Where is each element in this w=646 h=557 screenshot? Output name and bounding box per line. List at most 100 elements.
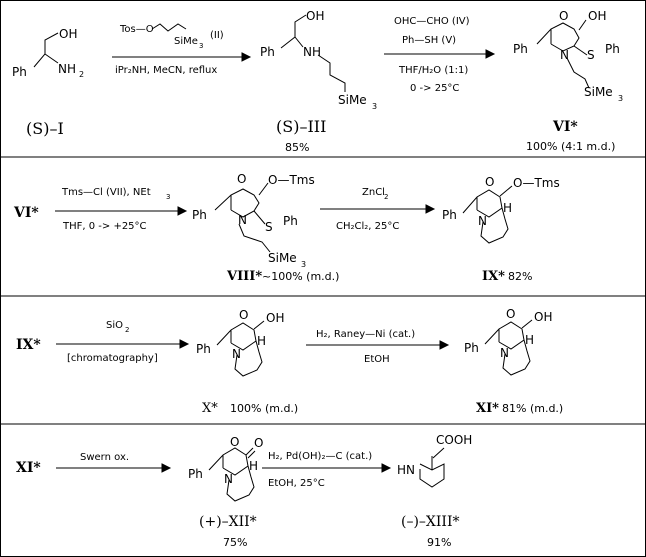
phenyl-label: Ph (192, 208, 207, 222)
compound-X: O OH Ph N H X* 100% (m.d.) (196, 308, 298, 416)
amine-subscript: 2 (79, 70, 84, 79)
ring-oxygen: O (559, 9, 568, 23)
compound-VIII: O O—Tms Ph N S Ph SiMe 3 VIII* ~100% (m.… (192, 172, 339, 284)
ring-oxygen: O (237, 172, 246, 186)
solvent: CH₂Cl₂, 25°C (336, 221, 399, 232)
ring-oxygen: O (506, 307, 515, 321)
reaction-arrow-step1: Tos—O SiMe 3 (II) iPr₂NH, MeCN, reflux (112, 23, 252, 76)
bridgehead-hydrogen: H (257, 334, 266, 348)
ring-nitrogen: HN (397, 463, 415, 477)
thiophenyl-label: Ph (283, 214, 298, 228)
ring-nitrogen: N (238, 213, 247, 227)
compound-IX: O O—Tms Ph N H IX* 82% (442, 175, 560, 284)
compound-XIII: COOH HN (–)–XIII* 91% (397, 433, 472, 549)
reagent: H₂, Raney—Ni (cat.) (316, 329, 415, 340)
reagent-number: (II) (210, 30, 224, 41)
reagent-thiol: Ph—SH (V) (402, 35, 456, 46)
bridgehead-hydrogen: H (503, 201, 512, 215)
yield: 91% (427, 536, 451, 549)
compound-label: (S)–I (26, 119, 64, 138)
compound-label: IX* (482, 269, 505, 284)
phenyl-label: Ph (260, 45, 275, 59)
phenyl-label: Ph (464, 341, 479, 355)
compound-label: X* (202, 401, 218, 416)
solvent: THF/H₂O (1:1) (398, 65, 468, 76)
ring-oxygen: O (239, 308, 248, 322)
hydroxyl-label: OH (306, 9, 324, 23)
silyl-subscript: 3 (618, 94, 623, 103)
start-compound-IX: IX* (16, 337, 41, 353)
ring-oxygen: O (485, 175, 494, 189)
ring-nitrogen: N (224, 472, 233, 486)
conditions: [chromatography] (67, 353, 158, 364)
hydroxyl-label: OH (266, 311, 284, 325)
amine-label: NH (58, 62, 76, 76)
reagent-sub: 2 (384, 193, 388, 201)
compound-XII: O O Ph N H (+)–XII* 75% (188, 435, 263, 549)
compound-label: XI* (476, 401, 499, 416)
silyl-label: SiMe (584, 85, 613, 99)
compound-XI: O OH Ph N H XI* 81% (m.d.) (464, 307, 563, 416)
reagent-glyoxal: OHC—CHO (IV) (394, 16, 470, 27)
amine-label: NH (303, 45, 321, 59)
silyl-ether-label: O—Tms (268, 173, 315, 187)
bridgehead-hydrogen: H (249, 459, 258, 473)
reagent: H₂, Pd(OH)₂—C (cat.) (268, 451, 372, 462)
reagent-silyl-sub: 3 (199, 42, 203, 50)
reagent: Swern ox. (80, 452, 129, 463)
thiophenyl-label: Ph (605, 42, 620, 56)
solvent: EtOH (364, 354, 390, 365)
reaction-arrow-step8: H₂, Pd(OH)₂—C (cat.) EtOH, 25°C (262, 451, 392, 489)
ring-nitrogen: N (560, 48, 569, 62)
phenyl-label: Ph (513, 42, 528, 56)
silyl-ether-label: O—Tms (513, 176, 560, 190)
compound-label: VI* (552, 119, 578, 135)
silyl-subscript: 3 (301, 260, 306, 269)
yield: 85% (285, 141, 309, 154)
reaction-arrow-step5: SiO 2 [chromatography] (56, 320, 190, 364)
reaction-arrow-step3: Tms—Cl (VII), NEt 3 THF, 0 -> +25°C (55, 187, 188, 232)
hydroxyl-label: OH (588, 9, 606, 23)
compound-VI: O OH Ph N S Ph SiMe 3 VI* 100% (4:1 m.d.… (513, 9, 623, 153)
yield: 100% (m.d.) (230, 402, 298, 415)
reaction-arrow-step2: OHC—CHO (IV) Ph—SH (V) THF/H₂O (1:1) 0 -… (384, 16, 496, 94)
bridgehead-hydrogen: H (525, 333, 534, 347)
phenyl-label: Ph (442, 208, 457, 222)
phenyl-label: Ph (188, 467, 203, 481)
reagent: Tms—Cl (VII), NEt (61, 187, 151, 198)
carboxyl-label: COOH (436, 433, 472, 447)
compound-label: VIII* (226, 269, 262, 284)
silyl-label: SiMe (338, 93, 367, 107)
yield: 100% (4:1 m.d.) (526, 140, 615, 153)
compound-III: OH Ph NH SiMe 3 (S)–III 85% (260, 9, 377, 154)
reagent: SiO (106, 320, 123, 331)
silyl-subscript: 3 (372, 102, 377, 111)
reagent: ZnCl (362, 187, 385, 198)
reaction-arrow-step4: ZnCl 2 CH₂Cl₂, 25°C (320, 187, 436, 232)
temperature: 0 -> 25°C (410, 83, 459, 94)
hydroxyl-label: OH (59, 27, 77, 41)
reagent-sub: 3 (166, 193, 170, 201)
yield: ~100% (m.d.) (262, 270, 339, 283)
compound-label: (S)–III (276, 117, 326, 136)
ring-oxygen: O (230, 435, 239, 449)
compound-label: (–)–XIII* (401, 514, 459, 530)
sulfur-label: S (587, 48, 595, 62)
silyl-label: SiMe (268, 251, 297, 265)
reagent-sub: 2 (125, 326, 129, 334)
reaction-arrow-step6: H₂, Raney—Ni (cat.) EtOH (306, 329, 450, 365)
yield: 75% (223, 536, 247, 549)
ring-nitrogen: N (500, 346, 509, 360)
compound-label: (+)–XII* (199, 514, 257, 530)
ring-nitrogen: N (232, 347, 241, 361)
reagent-silyl: SiMe (174, 36, 198, 47)
yield: 82% (508, 270, 532, 283)
phenyl-label: Ph (12, 65, 27, 79)
compound-I: OH Ph NH 2 (S)–I (12, 27, 84, 138)
ring-nitrogen: N (478, 214, 487, 228)
conditions: iPr₂NH, MeCN, reflux (115, 65, 217, 76)
start-compound-VI: VI* (13, 205, 39, 221)
conditions: EtOH, 25°C (268, 478, 325, 489)
phenyl-label: Ph (196, 342, 211, 356)
hydroxyl-label: OH (534, 310, 552, 324)
